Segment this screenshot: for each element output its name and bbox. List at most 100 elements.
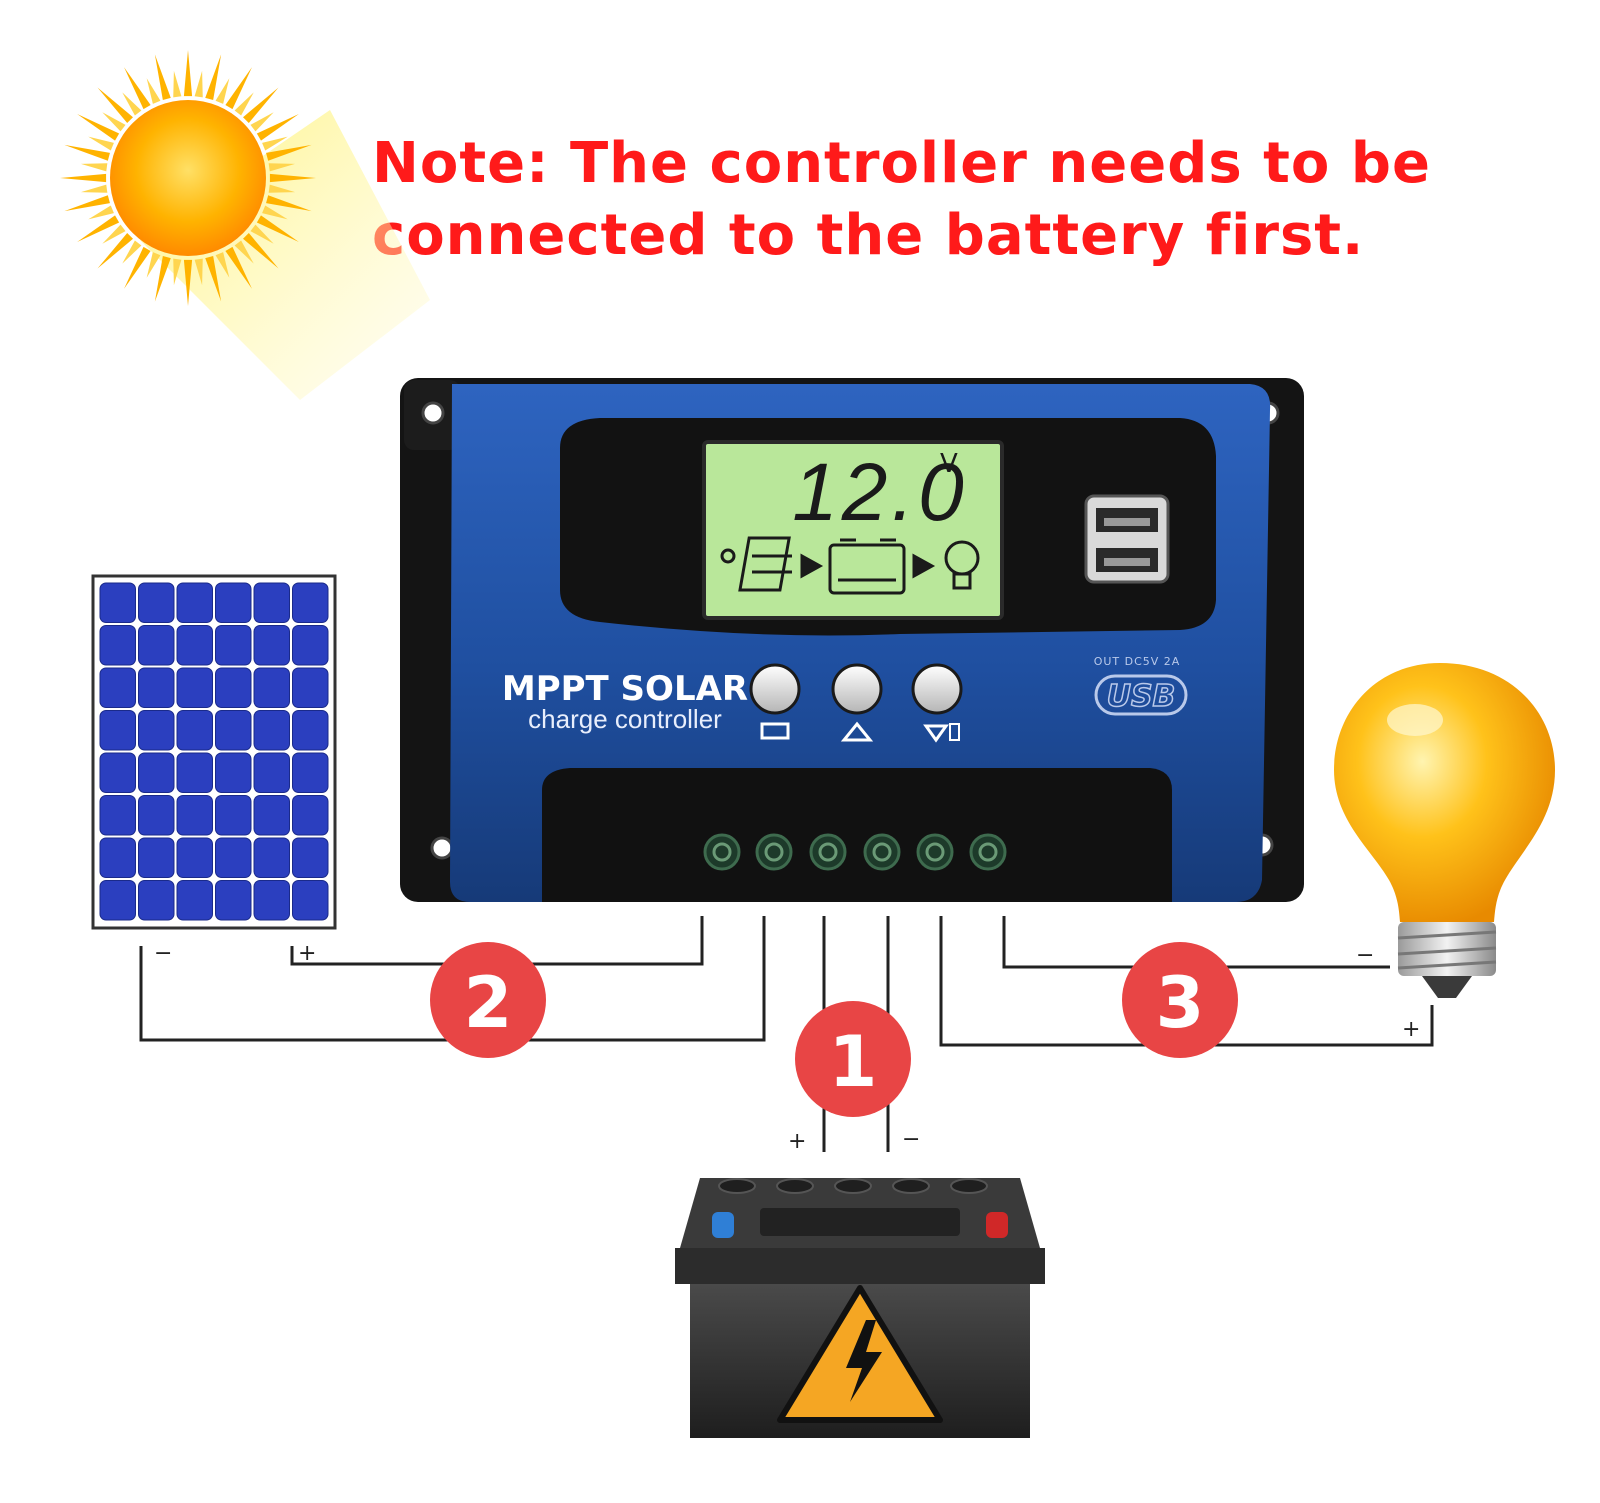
solar-cell (138, 667, 175, 708)
sun-ray (80, 163, 108, 172)
solar-cell (292, 880, 329, 921)
sun-ray (154, 256, 171, 302)
solar-cell (138, 582, 175, 623)
sun-ray (234, 240, 254, 264)
solar-cell (253, 752, 290, 793)
solar-cell (292, 795, 329, 836)
sun-ray (122, 240, 142, 264)
sun-ray (225, 67, 252, 110)
usb-label: USB (1107, 679, 1176, 714)
step-3-number: 3 (1156, 962, 1205, 1044)
sun-ray (269, 173, 316, 183)
sun-ray (262, 205, 288, 220)
load-minus-label: − (1356, 943, 1374, 968)
mounting-hole (430, 836, 454, 860)
sun-ray (102, 224, 126, 244)
sun-ray (262, 136, 288, 151)
note-line-2: connected to the battery first. (372, 203, 1365, 268)
wires (139, 916, 1434, 1152)
solar-cell (138, 837, 175, 878)
solar-cell (253, 837, 290, 878)
charge-controller: 12.0 V OUT DC5V 2A USB (400, 378, 1304, 902)
step-1-number: 1 (829, 1021, 878, 1103)
battery-cell-cap (834, 1178, 872, 1194)
sun-ray (60, 173, 107, 183)
terminal-screws (703, 833, 1007, 871)
up-button[interactable] (831, 663, 883, 742)
sun-ray (64, 195, 110, 212)
sun-ray (124, 67, 151, 110)
step-badge-1: 1 (795, 1001, 911, 1117)
usb-ports (1084, 494, 1170, 584)
terminal-screw (755, 833, 793, 871)
panel-minus-label: − (154, 941, 172, 966)
sun-ray (243, 233, 279, 269)
sun-ray (250, 112, 274, 132)
sun-ray (97, 87, 133, 123)
sun-ray (266, 195, 312, 212)
solar-cell (253, 710, 290, 751)
sun-ray (173, 70, 182, 98)
usb-logo: USB (1094, 674, 1188, 716)
solar-cell (292, 667, 329, 708)
lcd-status-icons (720, 536, 980, 595)
sun-ray (124, 246, 151, 289)
sun-ray (266, 144, 312, 161)
solar-cell (99, 710, 136, 751)
battery-terminal-positive (986, 1212, 1008, 1238)
panel-plus-label: + (298, 941, 316, 966)
solar-cell (253, 795, 290, 836)
solar-cell (138, 880, 175, 921)
sun-ray (215, 78, 230, 104)
battery-cell-cap (776, 1178, 814, 1194)
terminal-screw (916, 833, 954, 871)
solar-cell (99, 880, 136, 921)
battery-cell-cap (718, 1178, 756, 1194)
solar-cell (99, 795, 136, 836)
polarity-labels: − + + − − + (154, 941, 1420, 1154)
light-bulb-icon (1334, 663, 1555, 998)
solar-cell (292, 625, 329, 666)
down-button[interactable] (911, 663, 963, 743)
sun-ray (64, 144, 110, 161)
solar-cell (99, 667, 136, 708)
solar-panel-icon (91, 574, 337, 930)
solar-cell (176, 582, 213, 623)
solar-cell (215, 837, 252, 878)
brand-line-1: MPPT SOLAR (502, 669, 748, 709)
solar-cell (138, 710, 175, 751)
sun-ray (80, 184, 108, 193)
solar-cell (215, 667, 252, 708)
solar-cell (176, 880, 213, 921)
lcd-screen (702, 440, 1004, 620)
solar-cell (292, 752, 329, 793)
solar-cell (215, 582, 252, 623)
terminal-screw (969, 833, 1007, 871)
sun-ray (225, 246, 252, 289)
sun-ray (146, 252, 161, 278)
lcd-voltage-value: 12.0 (792, 447, 968, 538)
load-plus-label: + (1402, 1017, 1420, 1042)
sun-ray (173, 258, 182, 286)
sun-ray (256, 215, 299, 242)
solar-cell (292, 582, 329, 623)
battery-minus-label: − (902, 1127, 920, 1152)
solar-cell (99, 837, 136, 878)
sun-ray (97, 233, 133, 269)
sun-ray (243, 87, 279, 123)
sun-ray (205, 256, 222, 302)
battery-plus-label: + (788, 1129, 806, 1154)
solar-cell (253, 582, 290, 623)
solar-cell (138, 795, 175, 836)
solar-cell (253, 880, 290, 921)
sun-ray (205, 54, 222, 100)
sun-ray (250, 224, 274, 244)
solar-cell (215, 625, 252, 666)
sun-ray (194, 258, 203, 286)
menu-button[interactable] (749, 663, 801, 740)
sun-ray (88, 136, 114, 151)
solar-cell (99, 582, 136, 623)
battery-icon (675, 1178, 1045, 1438)
solar-cell (215, 880, 252, 921)
solar-cell (99, 752, 136, 793)
